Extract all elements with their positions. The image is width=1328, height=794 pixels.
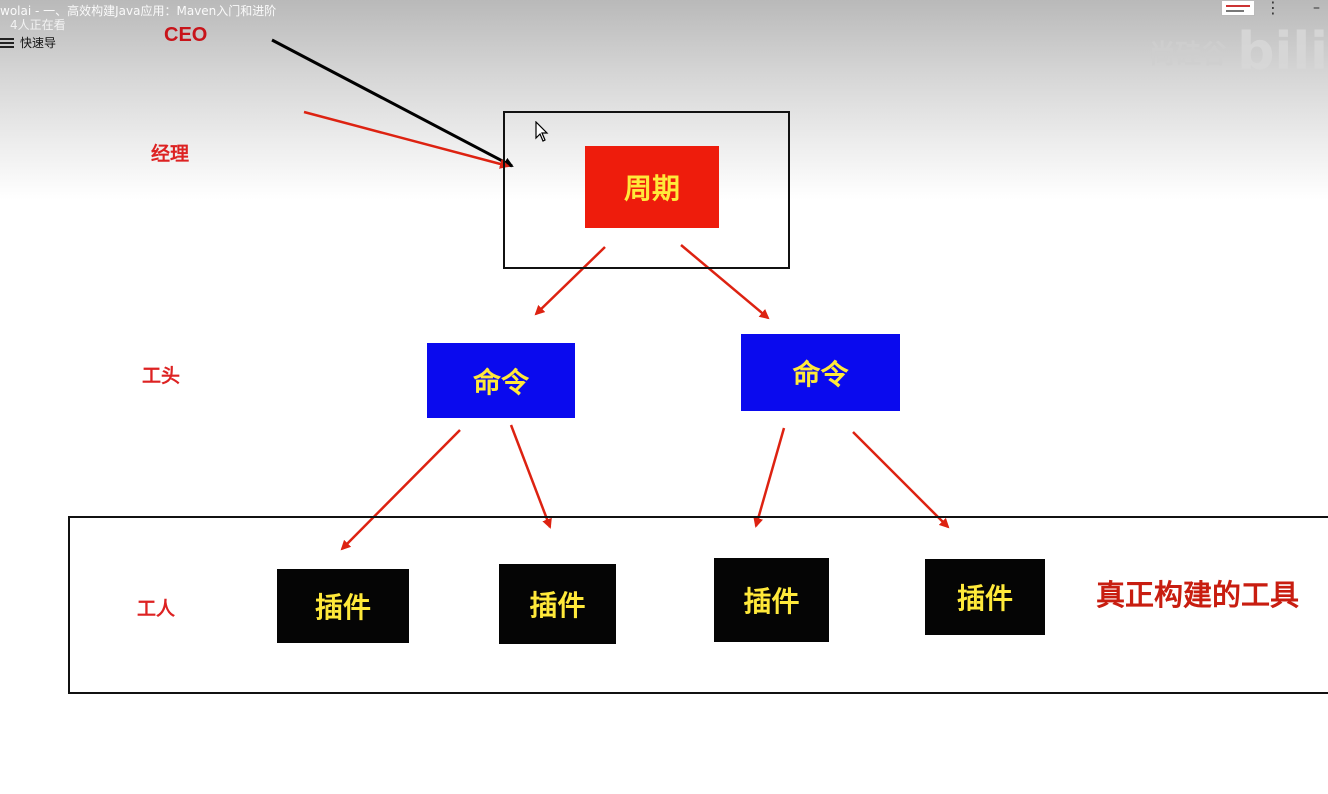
quick-nav-button[interactable]: 快速导 <box>0 34 56 51</box>
quick-nav-label: 快速导 <box>20 36 57 50</box>
arrow-command-1-to-plugin-2 <box>509 424 552 529</box>
plugin-node-3: 插件 <box>714 558 829 642</box>
label-foreman: 工头 <box>142 365 181 387</box>
tool-note: 真正构建的工具 <box>1096 578 1300 612</box>
window-title: wolai - 一、高效构建Java应用：Maven入门和进阶 <box>0 4 277 18</box>
lifecycle-node: 周期 <box>585 146 719 228</box>
arrow-command-1-to-plugin-1 <box>340 429 461 551</box>
label-worker: 工人 <box>137 598 176 620</box>
mouse-pointer-icon <box>535 121 549 142</box>
plugin-node-1: 插件 <box>277 569 409 643</box>
arrow-ceo-to-lifecycle <box>271 38 514 168</box>
lifecycle-frame <box>503 111 790 269</box>
label-manager: 经理 <box>151 143 190 165</box>
window-controls: ⋮ – <box>1221 0 1320 16</box>
arrow-command-2-to-plugin-4 <box>852 431 950 529</box>
worker-frame <box>68 516 1328 694</box>
hamburger-icon <box>0 37 14 48</box>
command-node-1: 命令 <box>427 343 575 418</box>
arrow-lifecycle-to-command-1 <box>534 246 606 316</box>
slide-thumbnail-icon[interactable] <box>1221 0 1255 16</box>
label-ceo: CEO <box>164 24 208 46</box>
plugin-node-4: 插件 <box>925 559 1045 635</box>
arrow-lifecycle-to-command-2 <box>680 244 770 320</box>
viewer-count: 4人正在看 <box>10 18 66 32</box>
minimize-icon[interactable]: – <box>1313 0 1320 16</box>
watermark-logo: bili <box>1237 22 1328 82</box>
watermark-text: 尚硅谷 <box>1149 39 1228 70</box>
arrow-command-2-to-plugin-3 <box>753 427 786 528</box>
arrow-manager-to-lifecycle <box>303 110 510 169</box>
command-node-2: 命令 <box>741 334 900 411</box>
plugin-node-2: 插件 <box>499 564 616 644</box>
watermark: 尚硅谷 bili <box>1149 22 1328 82</box>
more-vertical-icon[interactable]: ⋮ <box>1265 0 1281 17</box>
